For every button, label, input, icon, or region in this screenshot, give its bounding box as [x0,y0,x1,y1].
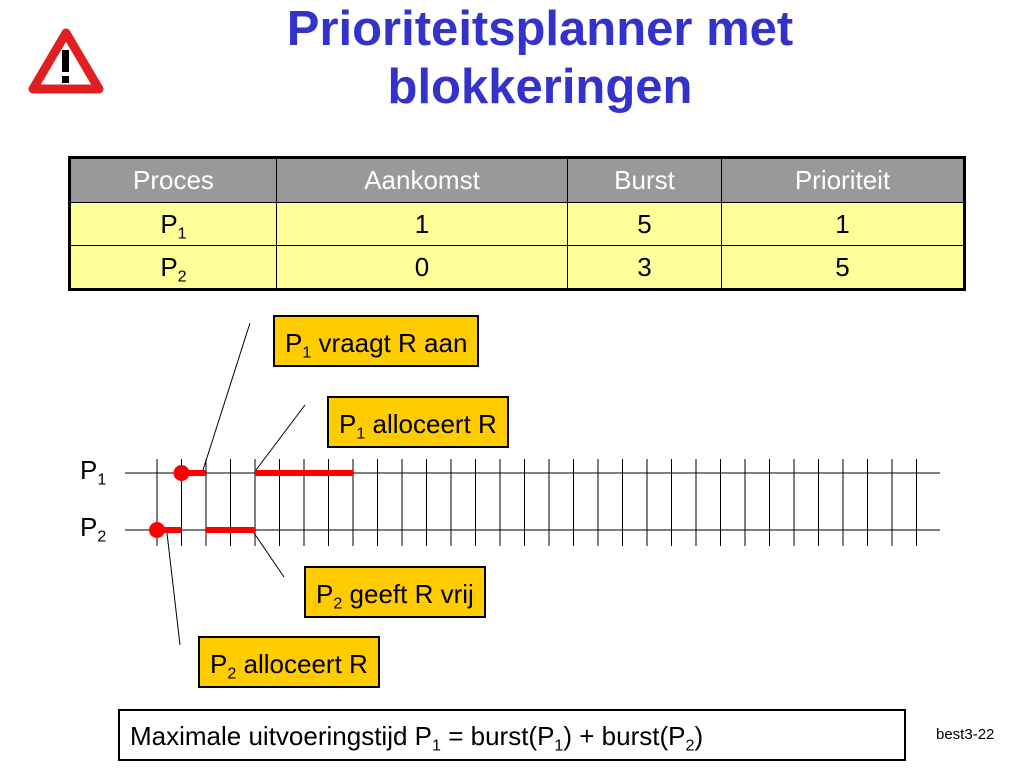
title-line-2: blokkeringen [387,60,693,114]
callout-p1-requests: P1 vraagt R aan [273,315,480,367]
process-table: Proces Aankomst Burst Prioriteit P1 1 5 … [68,156,966,291]
cell-aankomst: 1 [275,202,569,246]
slide-number: best3-22 [936,726,995,743]
max-execution-time-box: Maximale uitvoeringstijd P1 = burst(P1) … [118,709,906,761]
cell-prioriteit: 5 [720,245,966,290]
title-line-1: Prioriteitsplanner met [286,2,794,56]
table-row: P1 1 5 1 [69,202,966,246]
p2-arrival-marker [149,522,165,538]
leader-p2-releases [253,532,285,578]
header-burst: Burst [567,157,722,203]
table-row: P2 0 3 5 [69,245,966,290]
callout-p2-releases: P2 geeft R vrij [304,566,486,618]
leader-p2-allocates [166,532,181,646]
slide-title: Prioriteitsplanner met blokkeringen [130,0,950,116]
leader-p1-allocates [255,404,306,471]
cell-proces: P1 [69,202,277,246]
table-header-row: Proces Aankomst Burst Prioriteit [69,157,966,203]
timeline-label-p1: P1 [80,455,107,489]
header-aankomst: Aankomst [275,157,569,203]
cell-prioriteit: 1 [720,202,966,246]
callout-p2-allocates: P2 alloceert R [198,636,380,688]
p1-arrival-marker [173,465,190,481]
cell-aankomst: 0 [275,245,569,290]
cell-burst: 5 [567,202,722,246]
leader-p1-requests [202,322,251,471]
callout-p1-allocates: P1 alloceert R [327,396,509,448]
timeline-label-p2: P2 [80,512,107,546]
cell-burst: 3 [567,245,722,290]
cell-proces: P2 [69,245,277,290]
warning-icon [28,28,104,94]
